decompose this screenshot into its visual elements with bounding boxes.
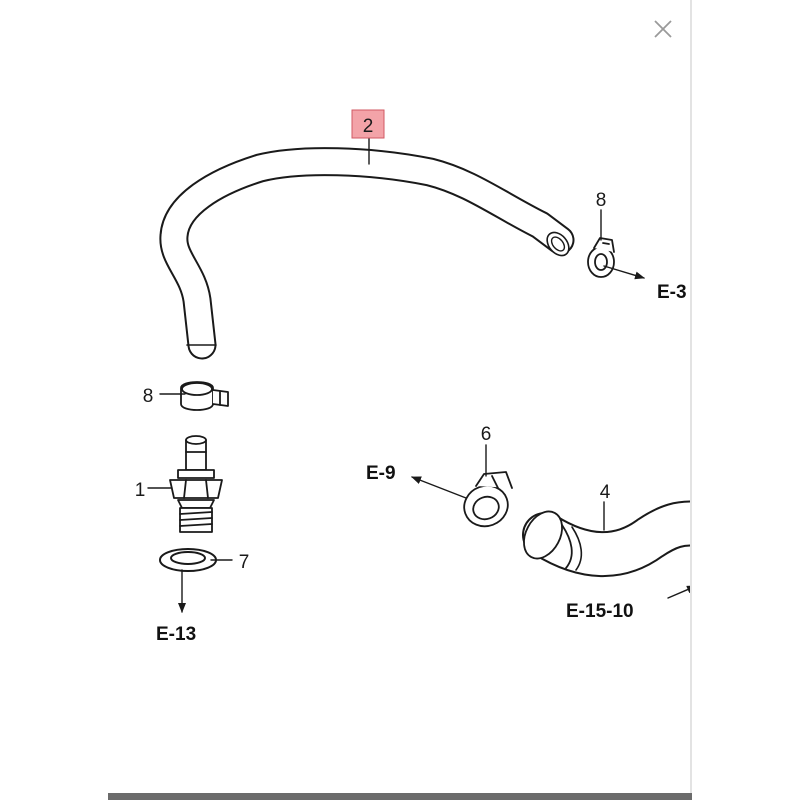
reference-e9[interactable]: E-9	[366, 463, 396, 484]
leader-lines	[147, 136, 605, 561]
clamp-upper-right	[587, 237, 615, 278]
clamp-left	[180, 381, 229, 411]
reference-e3[interactable]: E-3	[657, 282, 687, 303]
panel-edge	[690, 0, 692, 800]
part-label-2[interactable]: 2	[363, 116, 374, 137]
reference-e13[interactable]: E-13	[156, 624, 196, 645]
part-label-1[interactable]: 1	[135, 480, 146, 501]
clamp-lower	[463, 471, 513, 528]
part-label-8-right[interactable]: 8	[596, 190, 607, 211]
reference-e15-10[interactable]: E-15-10	[566, 601, 634, 622]
pcv-valve	[169, 435, 223, 533]
close-icon	[654, 20, 672, 38]
part-label-7[interactable]: 7	[239, 552, 250, 573]
upper-hose	[159, 147, 575, 360]
part-label-6[interactable]: 6	[481, 424, 492, 445]
bottom-edge	[108, 793, 692, 800]
washer	[159, 548, 217, 572]
part-label-8-left[interactable]: 8	[143, 386, 154, 407]
lower-hose	[522, 500, 690, 578]
close-button[interactable]	[648, 14, 678, 44]
highlight-box	[351, 109, 385, 139]
part-label-4[interactable]: 4	[600, 482, 611, 503]
reference-arrows	[178, 265, 690, 613]
